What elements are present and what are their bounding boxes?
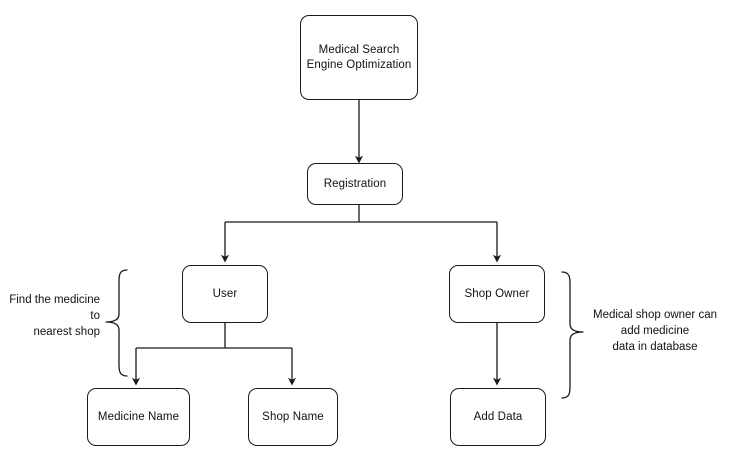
right-brace [561, 271, 584, 399]
node-shop-owner[interactable]: Shop Owner [449, 265, 545, 323]
left-brace [105, 269, 128, 377]
annotation-right-note: Medical shop owner can add medicine data… [592, 309, 717, 353]
node-medicine-name[interactable]: Medicine Name [87, 388, 190, 446]
annotation-left-note: Find the medicine to nearest shop [9, 294, 100, 338]
node-shop-name[interactable]: Shop Name [248, 388, 338, 446]
node-registration[interactable]: Registration [307, 163, 403, 205]
node-user[interactable]: User [182, 265, 268, 323]
node-root[interactable]: Medical Search Engine Optimization [300, 15, 418, 100]
node-add-data[interactable]: Add Data [450, 388, 546, 446]
